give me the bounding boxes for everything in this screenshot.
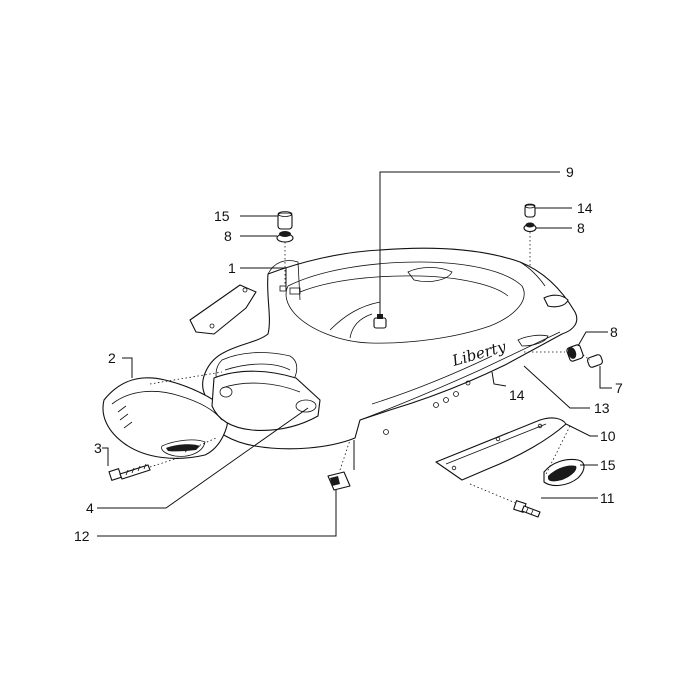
grommet-part-8-top-right bbox=[523, 222, 537, 233]
callout-12: 12 bbox=[74, 528, 90, 544]
lower-side-spoiler bbox=[435, 417, 567, 481]
clip-nut-part-12 bbox=[327, 471, 351, 491]
spacer-part-7 bbox=[587, 354, 603, 368]
callout-15-left: 15 bbox=[214, 208, 230, 224]
spacer-part-14-top bbox=[524, 203, 536, 218]
callout-8-right-top: 8 bbox=[577, 220, 585, 236]
left-side-bracket bbox=[189, 284, 257, 335]
spacer-part-15-left bbox=[277, 211, 293, 230]
callout-10: 10 bbox=[600, 428, 616, 444]
assembly-guides bbox=[149, 232, 591, 505]
callout-11: 11 bbox=[600, 490, 615, 506]
callout-14-top: 14 bbox=[577, 200, 593, 216]
grommet-part-8-left bbox=[276, 231, 294, 243]
badge-plate bbox=[543, 458, 585, 487]
callout-14-mid: 14 bbox=[509, 387, 525, 403]
callout-15-right: 15 bbox=[600, 457, 616, 473]
screw-part-3 bbox=[108, 463, 151, 481]
grommet-part-8-right bbox=[566, 344, 584, 362]
leader-lines bbox=[97, 171, 612, 537]
callout-labels: 15 8 1 9 14 8 8 7 14 13 10 15 11 2 3 4 1… bbox=[74, 164, 623, 544]
callout-9: 9 bbox=[566, 164, 574, 180]
callout-8-right-mid: 8 bbox=[610, 324, 618, 340]
callout-3: 3 bbox=[94, 440, 102, 456]
callout-13: 13 bbox=[594, 400, 610, 416]
inner-front-panel bbox=[211, 370, 321, 431]
screw-part-11 bbox=[513, 500, 541, 518]
callout-8-left: 8 bbox=[224, 228, 232, 244]
front-inner-cover bbox=[102, 377, 229, 459]
callout-4: 4 bbox=[86, 500, 94, 516]
callout-1: 1 bbox=[228, 260, 236, 276]
callout-7: 7 bbox=[615, 380, 623, 396]
callout-2: 2 bbox=[108, 350, 116, 366]
